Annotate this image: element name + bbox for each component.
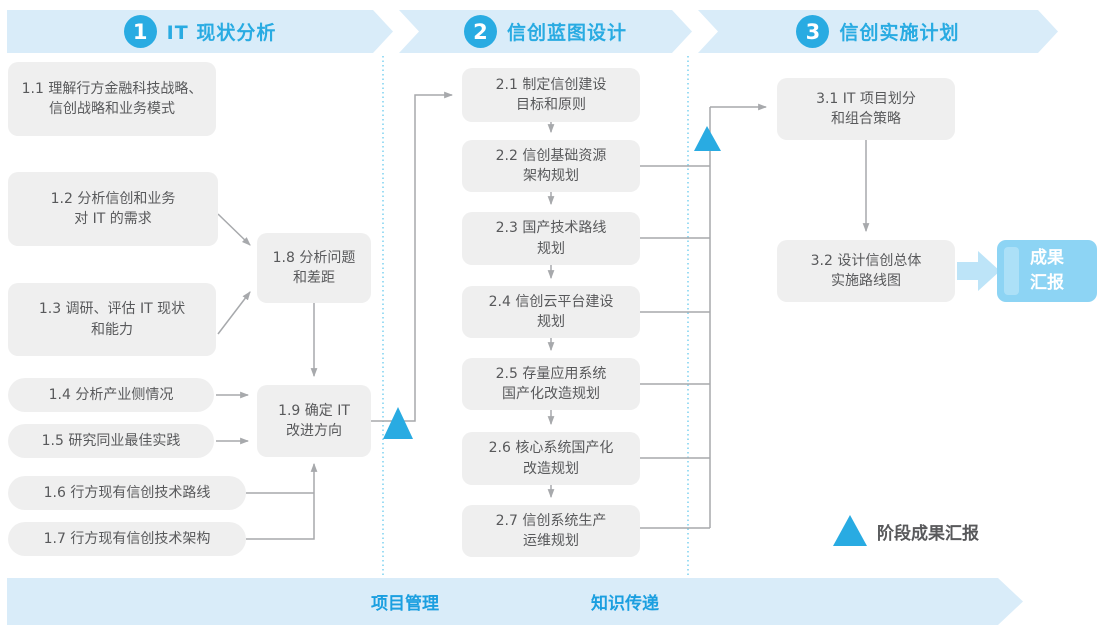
step-box-1-1: 1.1 理解行方金融科技战略、 信创战略和业务模式 — [8, 62, 216, 136]
step-box-1-9: 1.9 确定 IT 改进方向 — [257, 385, 371, 457]
step-box-1-2: 1.2 分析信创和业务 对 IT 的需求 — [8, 172, 218, 246]
step-box-1-8: 1.8 分析问题 和差距 — [257, 233, 371, 303]
step-box-1-3: 1.3 调研、评估 IT 现状 和能力 — [8, 283, 216, 356]
step-box-2-2: 2.2 信创基础资源 架构规划 — [462, 140, 640, 192]
phase-title-1: IT 现状分析 — [166, 22, 277, 44]
step-box-2-1: 2.1 制定信创建设 目标和原则 — [462, 68, 640, 122]
step-box-1-5: 1.5 研究同业最佳实践 — [8, 424, 214, 458]
step-box-2-6: 2.6 核心系统国产化 改造规划 — [462, 432, 640, 485]
phase-band-3: 3 信创实施计划 — [698, 10, 1058, 53]
phase1-connectors — [216, 91, 454, 540]
milestone-triangle-phase1 — [383, 407, 413, 439]
step-box-1-7: 1.7 行方现有信创技术架构 — [8, 522, 246, 556]
step-box-2-7: 2.7 信创系统生产 运维规划 — [462, 505, 640, 557]
deliverable-arrow-icon — [957, 251, 1000, 291]
legend-label: 阶段成果汇报 — [877, 524, 979, 544]
phase-title-2: 信创蓝图设计 — [506, 22, 627, 44]
phase-number-badge-2: 2 — [464, 15, 497, 48]
phase-number-badge-1: 1 — [124, 15, 157, 48]
footer-band: 项目管理 知识传递 — [7, 578, 1023, 625]
phase-title-3: 信创实施计划 — [839, 22, 960, 44]
collector-connectors — [640, 103, 870, 529]
phase-band-2: 2 信创蓝图设计 — [399, 10, 692, 53]
step-box-3-2: 3.2 设计信创总体 实施路线图 — [777, 240, 955, 302]
milestone-triangle-phase2 — [694, 126, 721, 151]
step-box-2-3: 2.3 国产技术路线 规划 — [462, 212, 640, 265]
legend-triangle-icon — [833, 515, 867, 546]
step-box-1-4: 1.4 分析产业侧情况 — [8, 378, 214, 412]
deliverable-box: 成果 汇报 — [997, 240, 1097, 302]
phase-band-1: 1 IT 现状分析 — [7, 10, 393, 53]
step-box-2-5: 2.5 存量应用系统 国产化改造规划 — [462, 358, 640, 410]
step-box-2-4: 2.4 信创云平台建设 规划 — [462, 286, 640, 338]
footer-item-project-management: 项目管理 — [371, 594, 439, 614]
step-box-1-6: 1.6 行方现有信创技术路线 — [8, 476, 246, 510]
phase-number-badge-3: 3 — [796, 15, 829, 48]
step-box-3-1: 3.1 IT 项目划分 和组合策略 — [777, 78, 955, 140]
footer-item-knowledge-transfer: 知识传递 — [591, 594, 659, 614]
